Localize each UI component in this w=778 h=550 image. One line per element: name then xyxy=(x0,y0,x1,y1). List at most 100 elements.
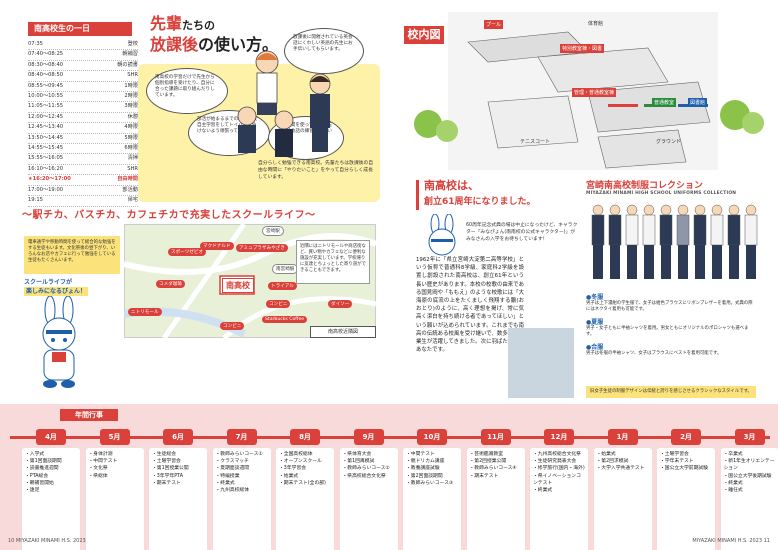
headline-part: 先輩 xyxy=(150,14,183,33)
schedule-label: 自由時間 xyxy=(117,176,138,183)
headline-part: たちの xyxy=(182,19,216,32)
headline-part: の使い方。 xyxy=(198,35,279,54)
event-item: ・親ドリカム講座 xyxy=(406,459,445,465)
campus-label: 管理・普通教室棟 xyxy=(572,88,617,97)
schedule-time: 13:50〜14:45 xyxy=(28,134,64,141)
event-item: ・国公立大学前期試験 xyxy=(660,466,708,472)
season-desc: 男子・女子ともに半袖シャツを着用。男女ともにオリジナルのポロシャツも選べます。 xyxy=(586,326,749,337)
schedule-label: 休憩 xyxy=(127,113,138,120)
map-label: マクドナルド xyxy=(200,242,234,250)
map-label: ニトリモール xyxy=(128,308,162,316)
event-card: ・始業式・第2回求模試・大学入学共通テスト xyxy=(593,448,652,550)
map-label: ダイソー xyxy=(328,300,353,308)
event-card: ・生徒総会・土曜学習会・第1回授業公開・3年学年PTA・期末テスト xyxy=(149,448,207,550)
event-item: ・始業式 xyxy=(596,452,616,457)
event-item: ・特編授業 xyxy=(215,473,240,479)
event-item: ・身体計測 xyxy=(88,452,113,457)
schedule-time: 10:00〜10:55 xyxy=(28,93,64,100)
event-item: ・全国高校総体 xyxy=(279,452,313,457)
mascot-rabbit-icon xyxy=(428,214,456,256)
uniform-figure-icon xyxy=(727,204,741,279)
schedule-title: 南高校生の一日 xyxy=(28,22,132,36)
schedule-time: 07:40〜08:25 xyxy=(28,51,64,58)
school-life-banner: 〜駅チカ、バスチカ、カフェチカで充実したスクールライフ〜 xyxy=(22,210,316,221)
event-item: ・クラスマッチ xyxy=(215,459,249,465)
schedule-row: 10:00〜10:55 2時限 xyxy=(28,92,138,103)
uniform-title: 宮崎南高校制服コレクション xyxy=(586,181,704,191)
event-month: 8月 xyxy=(290,429,320,445)
season-between: ●合服 男子は冬服の半袖シャツ、女子はブラウスにベストを着用可能です。 xyxy=(586,342,756,357)
season-name: ●冬服 xyxy=(586,294,604,301)
headline-part: 放課後 xyxy=(150,35,199,54)
schedule-label: SHR xyxy=(127,165,138,172)
event-month: 12月 xyxy=(544,429,574,445)
season-desc: 男子は冬服の半袖シャツ、女子はブラウスにベストを着用可能です。 xyxy=(586,351,722,356)
map-label: コメダ珈琲 xyxy=(156,280,185,288)
map-label: コンビニ xyxy=(220,322,245,330)
event-card: ・中間テスト・親ドリカム講座・教養講座試験・第2回面談期間・教師みらいコース③ xyxy=(403,448,461,550)
event-item: ・九州高校総合文化祭 xyxy=(533,452,581,457)
schedule-time: 11:05〜11:55 xyxy=(28,103,64,110)
uniform-subtitle: MIYAZAKI MINAMI HIGH SCHOOL UNIFORMS COL… xyxy=(586,191,737,196)
afterschool-note: 自分らしく勉強できる南高校。先輩たちは放課後の自由な時間に「やりたいこと」をやっ… xyxy=(258,161,374,180)
event-item: ・文化祭 xyxy=(88,466,108,472)
schedule-row: 12:45〜13:40 4時限 xyxy=(28,123,138,134)
event-item: ・県体育大会 xyxy=(342,452,372,457)
uniform-seasons: ●冬服 男子は上下濃紺の学生服で、女子は紺色ブラウスにリボンブレザーを着用。式典… xyxy=(586,292,756,357)
schedule-label: 1時限 xyxy=(124,82,138,89)
schedule-label: 2時限 xyxy=(124,93,138,100)
campus-label: 特別教室棟・図書 xyxy=(560,44,605,53)
event-item: ・離任式 xyxy=(723,488,743,494)
campus-label: 普通教室 xyxy=(652,98,677,107)
event-item: ・朝補習開始 xyxy=(25,480,54,486)
mascot-message: 60周年記念式典の場は中止になったけど、キャラクター「みなぴょん(南南校の公式キ… xyxy=(466,223,578,242)
event-month: 4月 xyxy=(36,429,66,445)
event-item: ・九州高校総体 xyxy=(215,488,250,494)
event-item: ・芸術鑑賞教室 xyxy=(469,452,504,457)
event-item: ・第2回授業公開 xyxy=(469,459,507,465)
event-item: ・終業式 xyxy=(723,480,743,486)
schedule-label: 登校 xyxy=(127,41,138,47)
map-caption: 南高校近隣図 xyxy=(310,326,376,338)
schedule-label: 4時限 xyxy=(124,124,138,131)
event-month: 1月 xyxy=(607,429,638,445)
uniform-figure-icon xyxy=(659,204,673,279)
event-month: 2月 xyxy=(671,429,701,445)
event-item: ・教師みらいコース④ xyxy=(469,466,517,472)
schedule-label: 朝の読書 xyxy=(117,61,138,68)
event-item: ・遠足 xyxy=(25,488,40,494)
uniform-figure-icon xyxy=(676,204,690,279)
campus-buildings xyxy=(467,31,711,169)
event-month: 7月 xyxy=(226,429,257,445)
commute-note: 電車通学や移動時間を使って総合的な勉強をする生徒もいます。文化祭後の昼下がり、い… xyxy=(24,236,120,274)
event-item: ・終業式 xyxy=(533,488,553,494)
history-title-line: 創立61周年になりました。 xyxy=(424,197,536,207)
event-item: ・入学式 xyxy=(25,452,45,457)
afterschool-headline: 先輩たちの 放課後の使い方。 xyxy=(150,14,278,54)
tree-icon xyxy=(436,120,458,142)
map-label-station: 宮崎駅 xyxy=(262,226,284,236)
event-item: ・3年学習会 xyxy=(279,466,307,472)
schedule-label: 清掃 xyxy=(127,155,138,162)
map-label: スポーツゼビオ xyxy=(168,248,207,256)
event-card: ・県体育大会・第1回再模試・教師みらいコース②・県高校総合文化祭 xyxy=(339,448,398,550)
uniform-illustrations xyxy=(591,204,758,279)
schedule-time: 12:45〜13:40 xyxy=(28,124,64,131)
uniform-figure-icon xyxy=(608,204,622,279)
schedule-label: 6時限 xyxy=(124,145,138,152)
schedule-time: 19:15 xyxy=(28,197,43,204)
campus-map-title: 校内図 xyxy=(404,26,444,44)
speech-bubble: 部活が始まるまでの30分間で自主学習をしてトイバルに負けないよう頑張っています。 xyxy=(188,110,270,156)
student-figure-icon xyxy=(309,73,331,152)
map-label-school: 南高校 xyxy=(222,278,254,293)
history-body: 1962年に「県立宮崎大淀第二高等学校」という仮称で普通科8学級、家庭科2学級を… xyxy=(416,257,524,354)
event-item: ・県高校総合文化祭 xyxy=(342,473,386,479)
